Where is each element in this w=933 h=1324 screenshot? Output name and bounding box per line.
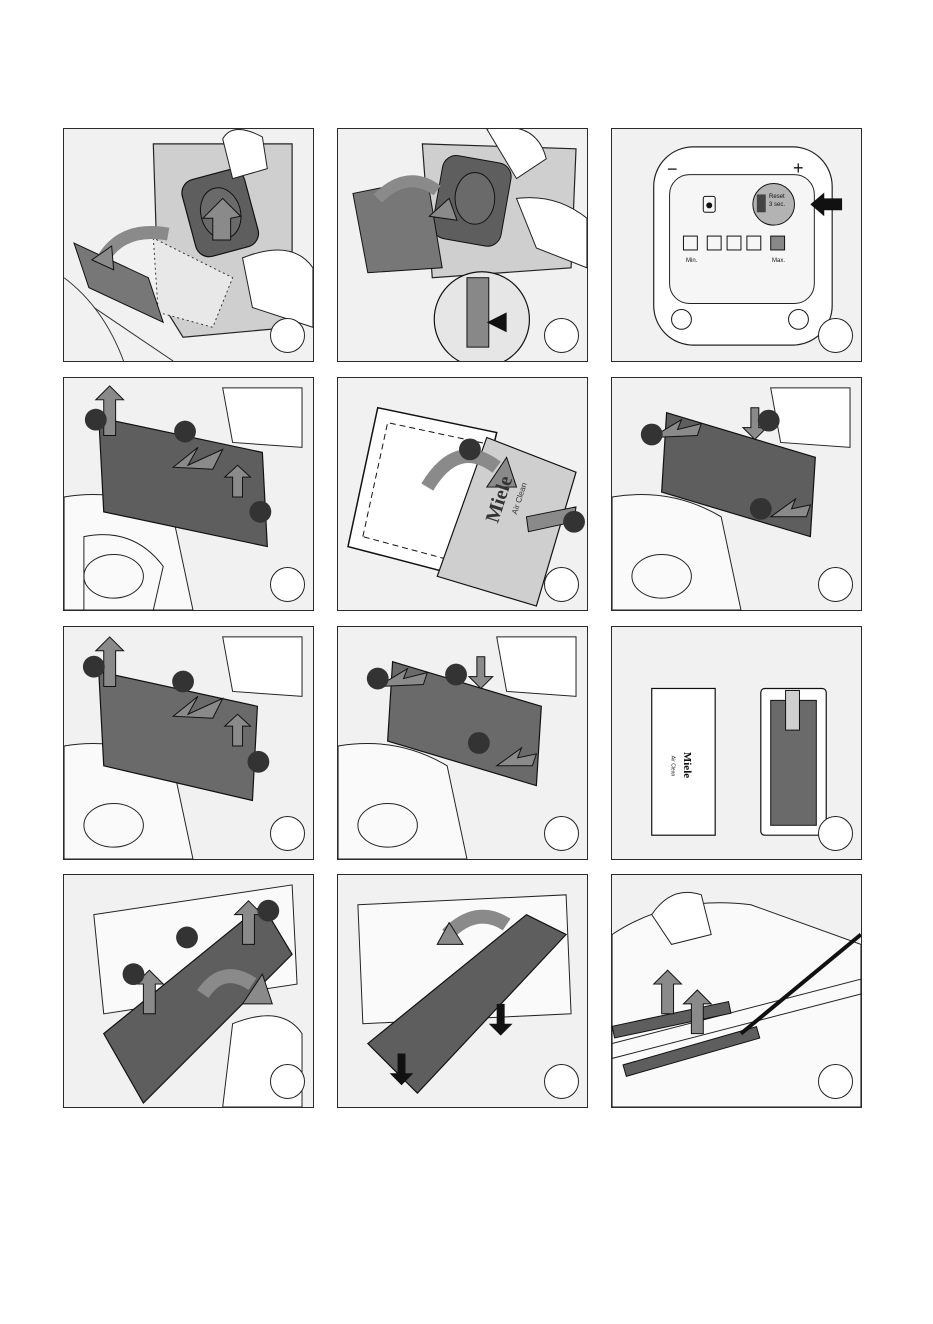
- panel-remove-motor-filter: [63, 377, 314, 611]
- panel-remove-dustbag: [63, 128, 314, 362]
- plus-button-label: +: [793, 158, 804, 179]
- panel-replace-airclean-insert: Miele Air Clean: [337, 377, 588, 611]
- step-number-badge: [818, 1064, 853, 1099]
- step-number-badge: [270, 816, 305, 851]
- step-number-badge: [544, 318, 579, 353]
- step-number-badge: [544, 567, 579, 602]
- reset-label: Reset 3 sec.: [769, 193, 785, 209]
- filter-brand: Miele: [681, 752, 693, 778]
- step-number-badge: [818, 816, 853, 851]
- panel-remove-filter-grille: [63, 874, 314, 1108]
- step-number-badge: [818, 318, 853, 353]
- step-number-badge: [270, 1064, 305, 1099]
- panel-insert-motor-filter: [611, 377, 862, 611]
- filter-product-name: Air Clean: [669, 756, 675, 777]
- step-number-badge: [270, 318, 305, 353]
- step-number-badge: [544, 1064, 579, 1099]
- panel-insert-dustbag: [337, 128, 588, 362]
- min-label: Min.: [686, 258, 697, 264]
- panel-filter-components: Miele Air Clean: [611, 626, 862, 860]
- max-label: Max.: [772, 258, 785, 264]
- step-number-badge: [270, 567, 305, 602]
- panel-remove-exhaust-filter: [63, 626, 314, 860]
- panel-insert-exhaust-filter: [337, 626, 588, 860]
- step-number-badge: [544, 816, 579, 851]
- panel-control-display: − + Reset 3 sec. Min. Max.: [611, 128, 862, 362]
- panel-insert-filter-grille: [337, 874, 588, 1108]
- minus-button-label: −: [667, 159, 678, 180]
- step-number-badge: [818, 567, 853, 602]
- panel-clean-floorhead: [611, 874, 862, 1108]
